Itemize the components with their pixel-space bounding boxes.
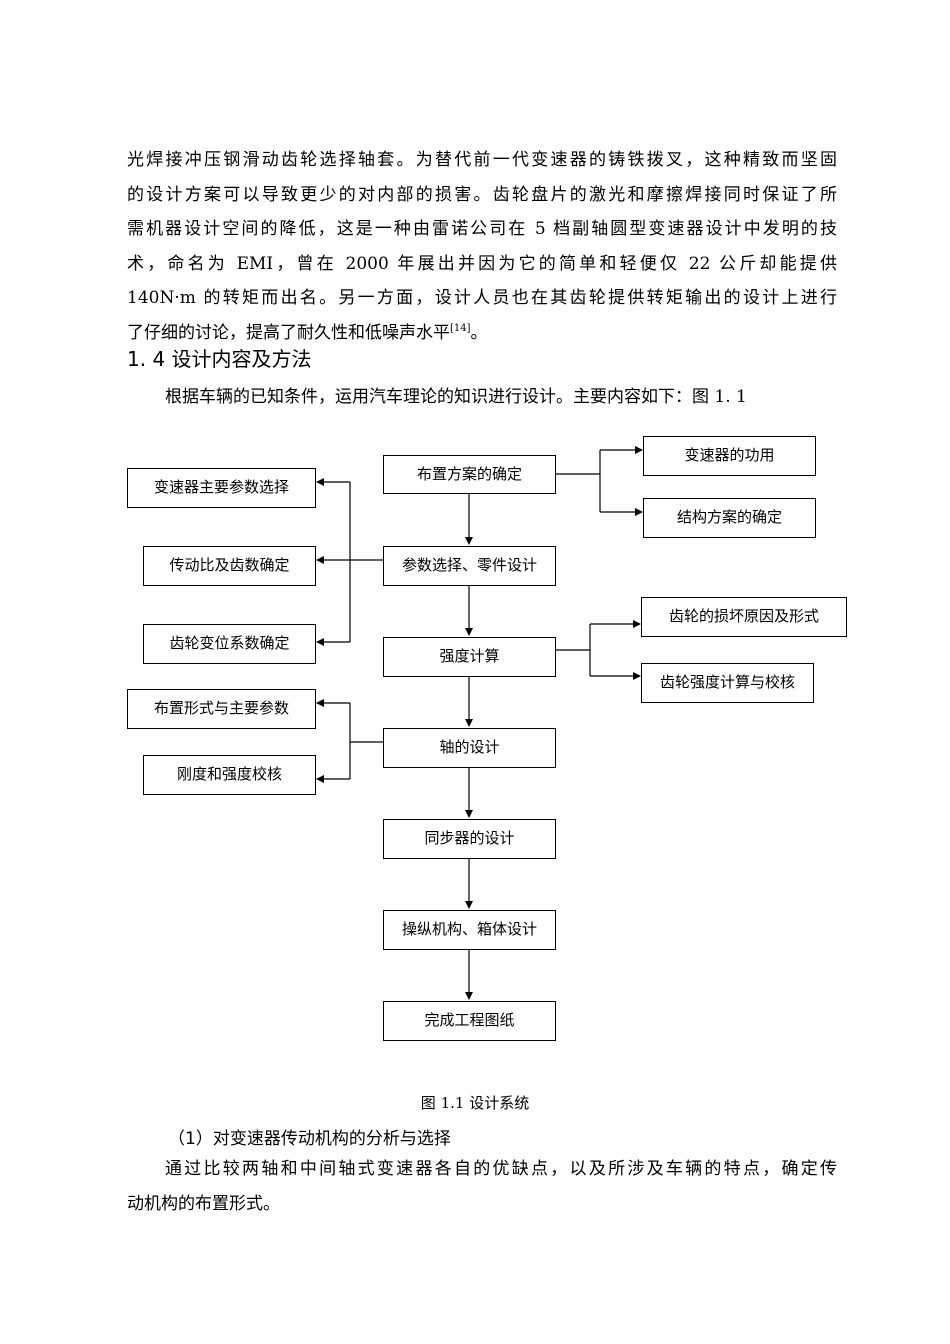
flow-box-parameters: 参数选择、零件设计 bbox=[383, 546, 556, 586]
flow-box-structure: 结构方案的确定 bbox=[643, 498, 816, 538]
flow-box-stiffness: 刚度和强度校核 bbox=[143, 755, 316, 795]
flow-box-gear-check: 齿轮强度计算与校核 bbox=[641, 663, 814, 703]
flow-box-strength: 强度计算 bbox=[383, 637, 556, 677]
flow-box-function: 变速器的功用 bbox=[643, 436, 816, 476]
section-heading: 1. 4 设计内容及方法 bbox=[127, 347, 312, 371]
subsection-line: 通过比较两轴和中间轴式变速器各自的优缺点，以及所涉及车辆的特点，确定传 bbox=[165, 1159, 837, 1179]
flow-box-drawings: 完成工程图纸 bbox=[383, 1001, 556, 1041]
figure-caption: 图 1.1 设计系统 bbox=[420, 1094, 530, 1112]
intro-line: 光焊接冲压钢滑动齿轮选择轴套。为替代前一代变速器的铸铁拨叉，这种精致而坚固 bbox=[127, 150, 837, 170]
flow-box-layout: 布置方案的确定 bbox=[383, 455, 556, 494]
intro-line: 140N·m 的转矩而出名。另一方面，设计人员也在其齿轮提供转矩输出的设计上进行 bbox=[127, 288, 837, 308]
intro-paragraph: 光焊接冲压钢滑动齿轮选择轴套。为替代前一代变速器的铸铁拨叉，这种精致而坚固 的设… bbox=[127, 143, 837, 350]
flow-box-ratio: 传动比及齿数确定 bbox=[143, 546, 316, 586]
flow-box-control: 操纵机构、箱体设计 bbox=[383, 910, 556, 950]
intro-last-text: 了仔细的讨论，提高了耐久性和低噪声水平 bbox=[127, 322, 450, 343]
section-intro: 根据车辆的已知条件，运用汽车理论的知识进行设计。主要内容如下：图 1. 1 bbox=[165, 387, 747, 407]
flow-box-shaft: 轴的设计 bbox=[383, 728, 556, 768]
flow-box-shift: 齿轮变位系数确定 bbox=[143, 624, 316, 664]
intro-line: 的设计方案可以导致更少的对内部的损害。齿轮盘片的激光和摩擦焊接同时保证了所 bbox=[127, 184, 837, 205]
intro-last-line: 了仔细的讨论，提高了耐久性和低噪声水平[14]。 bbox=[127, 316, 837, 351]
intro-last-end: 。 bbox=[470, 322, 488, 343]
flow-box-damage: 齿轮的损坏原因及形式 bbox=[641, 597, 847, 637]
flow-box-main-params: 变速器主要参数选择 bbox=[127, 468, 316, 508]
intro-line: 术，命名为 EMI，曾在 2000 年展出并因为它的简单和轻便仅 22 公斤却能… bbox=[127, 253, 837, 274]
citation-marker: [14] bbox=[450, 322, 471, 334]
subsection-paragraph: 通过比较两轴和中间轴式变速器各自的优缺点，以及所涉及车辆的特点，确定传 动机构的… bbox=[127, 1152, 837, 1221]
flow-box-arrangement: 布置形式与主要参数 bbox=[127, 689, 316, 729]
intro-line: 需机器设计空间的降低，这是一种由雷诺公司在 5 档副轴圆型变速器设计中发明的技 bbox=[127, 219, 837, 239]
flow-box-synchronizer: 同步器的设计 bbox=[383, 819, 556, 859]
subsection-line: 动机构的布置形式。 bbox=[127, 1193, 280, 1214]
subsection-title: （1）对变速器传动机构的分析与选择 bbox=[168, 1129, 451, 1149]
